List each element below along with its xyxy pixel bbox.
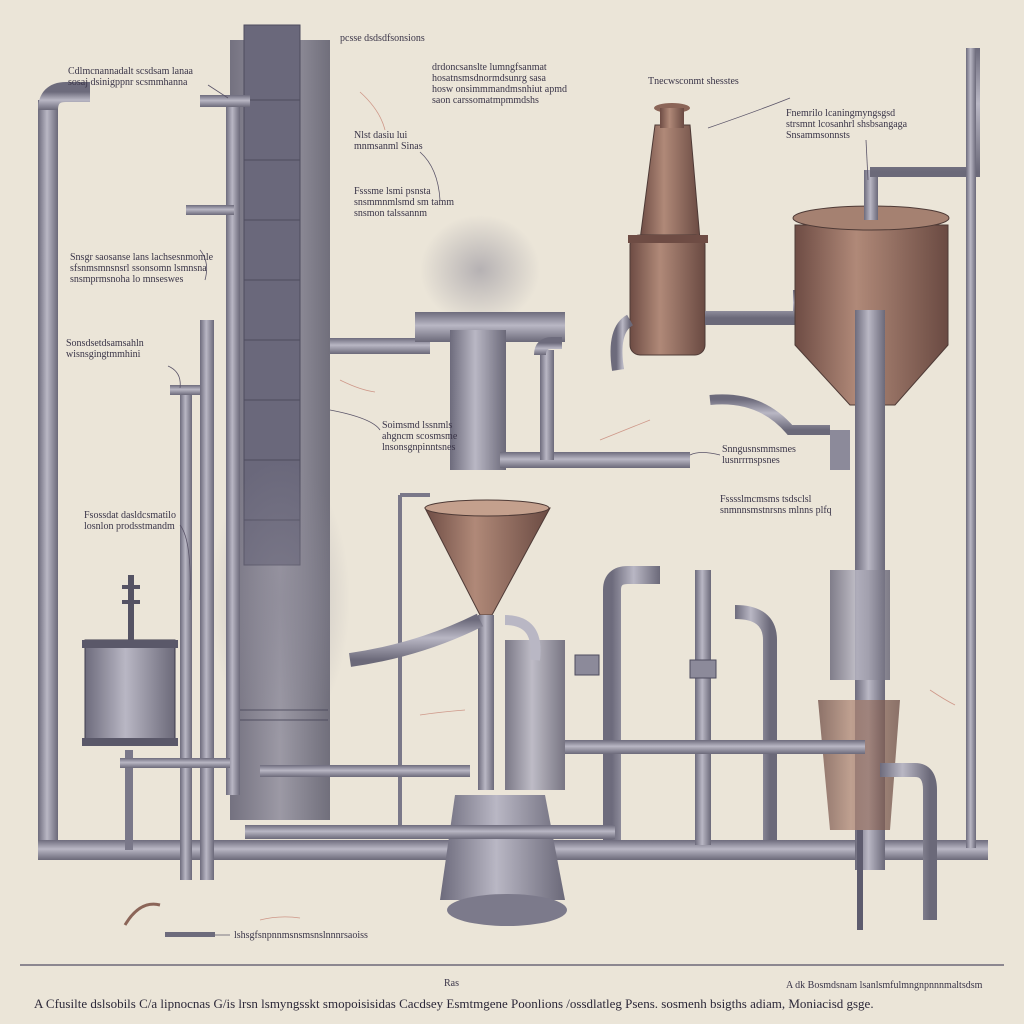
label-left-3: Fsossdat dasldcsmatilo losnlon prodsstma…	[84, 510, 176, 532]
annotation-arrows	[259, 91, 956, 921]
central-vapor-tower	[415, 215, 690, 470]
label-right-mid-2: Fsssslmcmsms tsdsclsl snmnnsmstnrsns mln…	[720, 494, 832, 516]
lower-valve-assembly	[349, 613, 567, 926]
column-side-pipes	[170, 95, 250, 880]
middle-pipe-network	[245, 566, 937, 920]
label-bottom: lshsgfsnpnnmsnsmsnslnnnrsaoiss	[234, 930, 368, 941]
label-right-upper: Fnemrilo lcaningmyngsgsd strsmnt lcosanh…	[786, 108, 908, 141]
label-right-mid-1: Snngusnsmmsmes lusnrrrnspsnes	[722, 444, 796, 466]
label-center: Soimsmd lssnmls ahgncm scosmsme lnsonsgn…	[382, 420, 458, 453]
column-connector-pipe	[330, 338, 430, 354]
label-bottom-right: A dk Bosmdsnam lsanlsmfulmngnpnnnmaltsds…	[786, 980, 983, 991]
leader-lines	[167, 84, 869, 936]
floor-bar	[165, 932, 215, 937]
label-top-left: Cdlmcnannadalt scsdsam lanaa sosaj dsini…	[68, 66, 193, 88]
distillation-column	[210, 24, 350, 820]
copper-funnel	[398, 493, 551, 835]
floor-debris	[123, 902, 161, 926]
label-left-1: Snsgr saosanse lans lachsesnmomle sfsnms…	[70, 252, 214, 285]
right-lower-assembly	[709, 394, 900, 930]
label-left-2: Sonsdsetdsamsahln wisnsgingtmmhini	[66, 338, 144, 360]
left-storage-tank	[82, 575, 230, 850]
label-top-center: pcsse dsdsdfsonsions	[340, 33, 425, 44]
label-tiny: Ras	[444, 978, 459, 989]
label-mid-b: Fsssme lsmi psnsta snsmmnmlsmd sm tamm s…	[354, 186, 455, 219]
label-mid-a: Nlst dasiu lui mnmsanml Sinas	[354, 130, 423, 152]
label-top-mid: drdoncsanslte lumngfsanmat hosatnsmsdnor…	[432, 62, 567, 106]
diagram-caption: A Cfusilte dslsobils C/a lipnocnas G/is …	[34, 996, 874, 1011]
copper-condenser	[610, 103, 807, 371]
label-top-right-short: Tnecwsconmt shesstes	[648, 76, 739, 87]
